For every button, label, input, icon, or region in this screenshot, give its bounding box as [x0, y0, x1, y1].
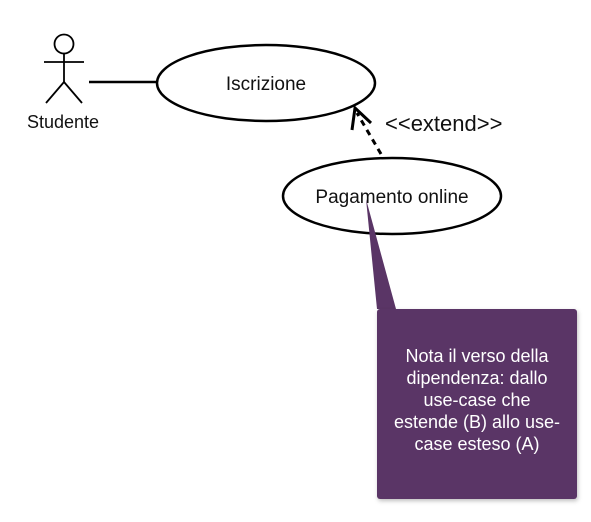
note-box: [377, 309, 577, 499]
actor-name: Studente: [27, 112, 99, 132]
use-case-iscrizione-label: Iscrizione: [226, 74, 306, 95]
use-case-iscrizione: [155, 43, 377, 123]
extend-stereotype: <<extend>>: [385, 111, 502, 136]
actor-figure: [44, 33, 84, 104]
actor-left-leg: [45, 81, 65, 104]
use-case-pagamento-online: [281, 156, 503, 236]
actor-right-leg: [63, 81, 83, 104]
actor-head: [53, 33, 75, 55]
use-case-pagamento-online-label: Pagamento online: [315, 187, 468, 208]
extend-dependency-line: [355, 112, 383, 155]
extend-arrowhead: [350, 104, 373, 131]
note-connector: [366, 199, 396, 309]
note-text: Nota il verso della dipendenza: dallo us…: [393, 346, 561, 454]
